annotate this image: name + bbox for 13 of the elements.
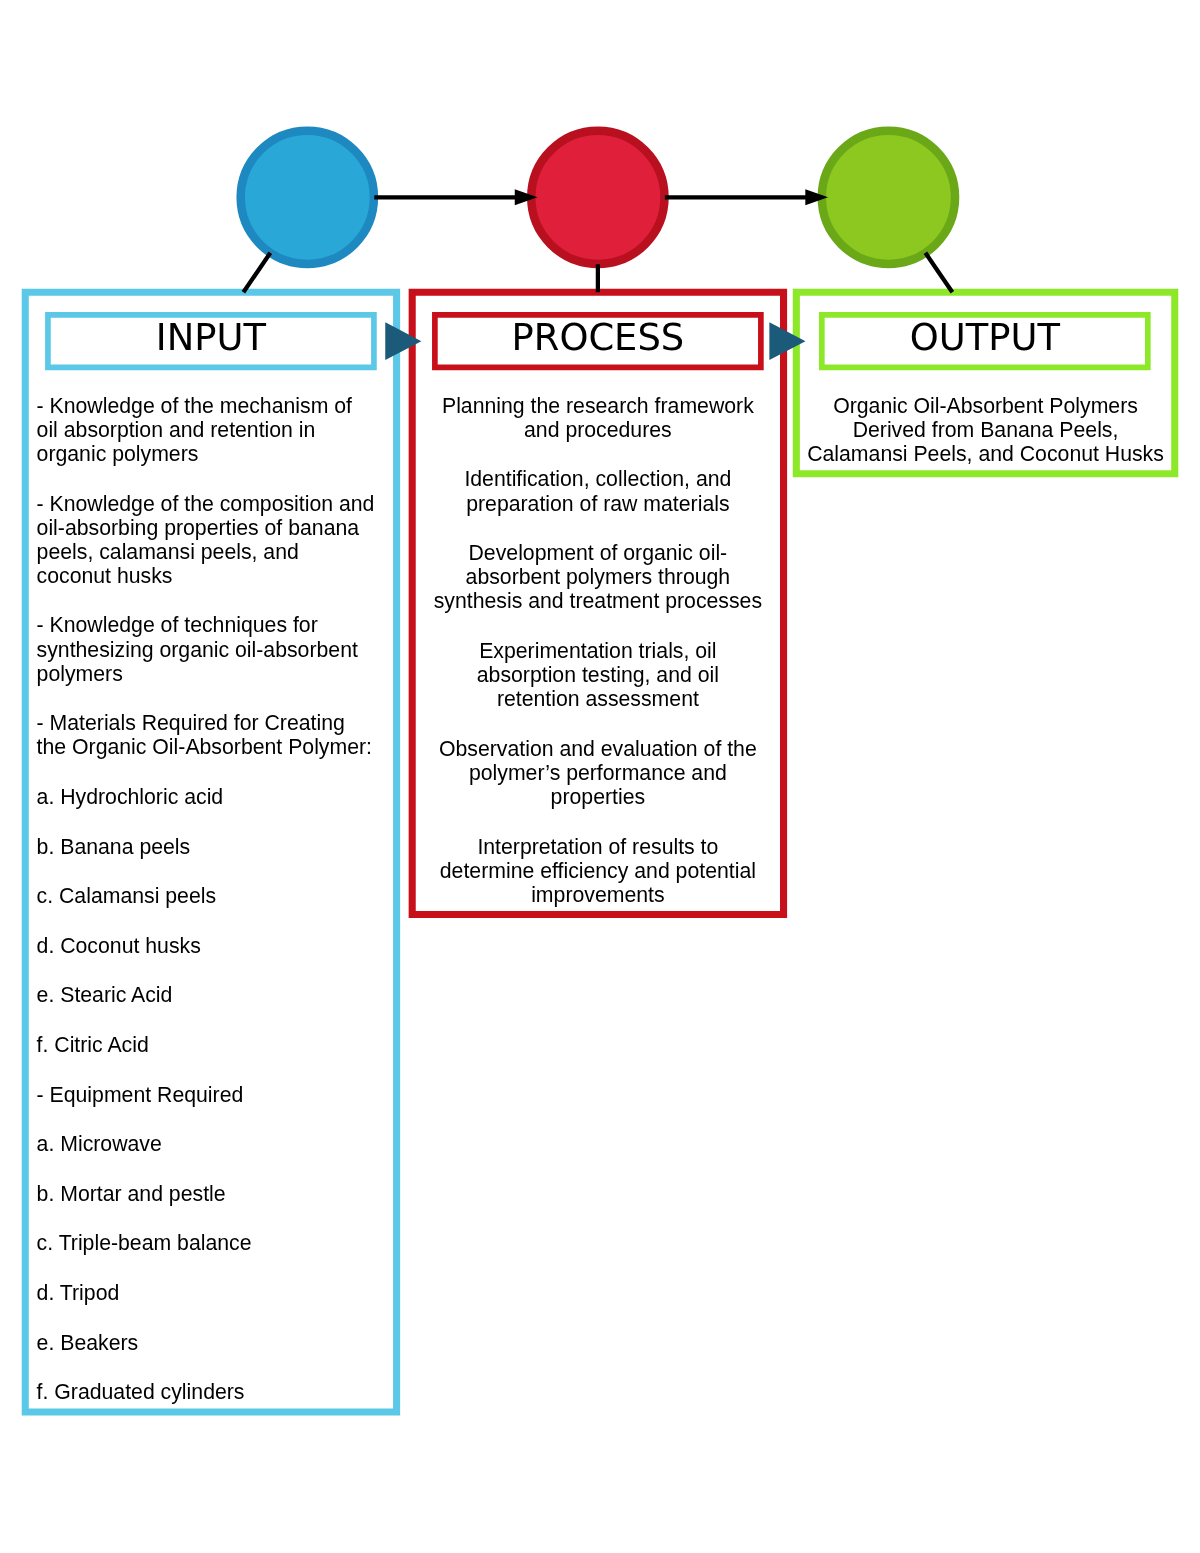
arrow: [769, 321, 806, 360]
connector: [595, 263, 600, 292]
node-circle: [817, 125, 960, 268]
arrow: [374, 188, 538, 205]
arrow: [664, 188, 829, 205]
connector: [241, 251, 273, 293]
node-circle: [236, 125, 379, 268]
arrow: [385, 321, 422, 360]
node-box: OUTPUT: [819, 311, 1151, 370]
node-box: PROCESS: [432, 311, 764, 370]
node-box: INPUT: [45, 311, 377, 370]
connector: [923, 251, 955, 293]
node-circle: [527, 125, 669, 268]
